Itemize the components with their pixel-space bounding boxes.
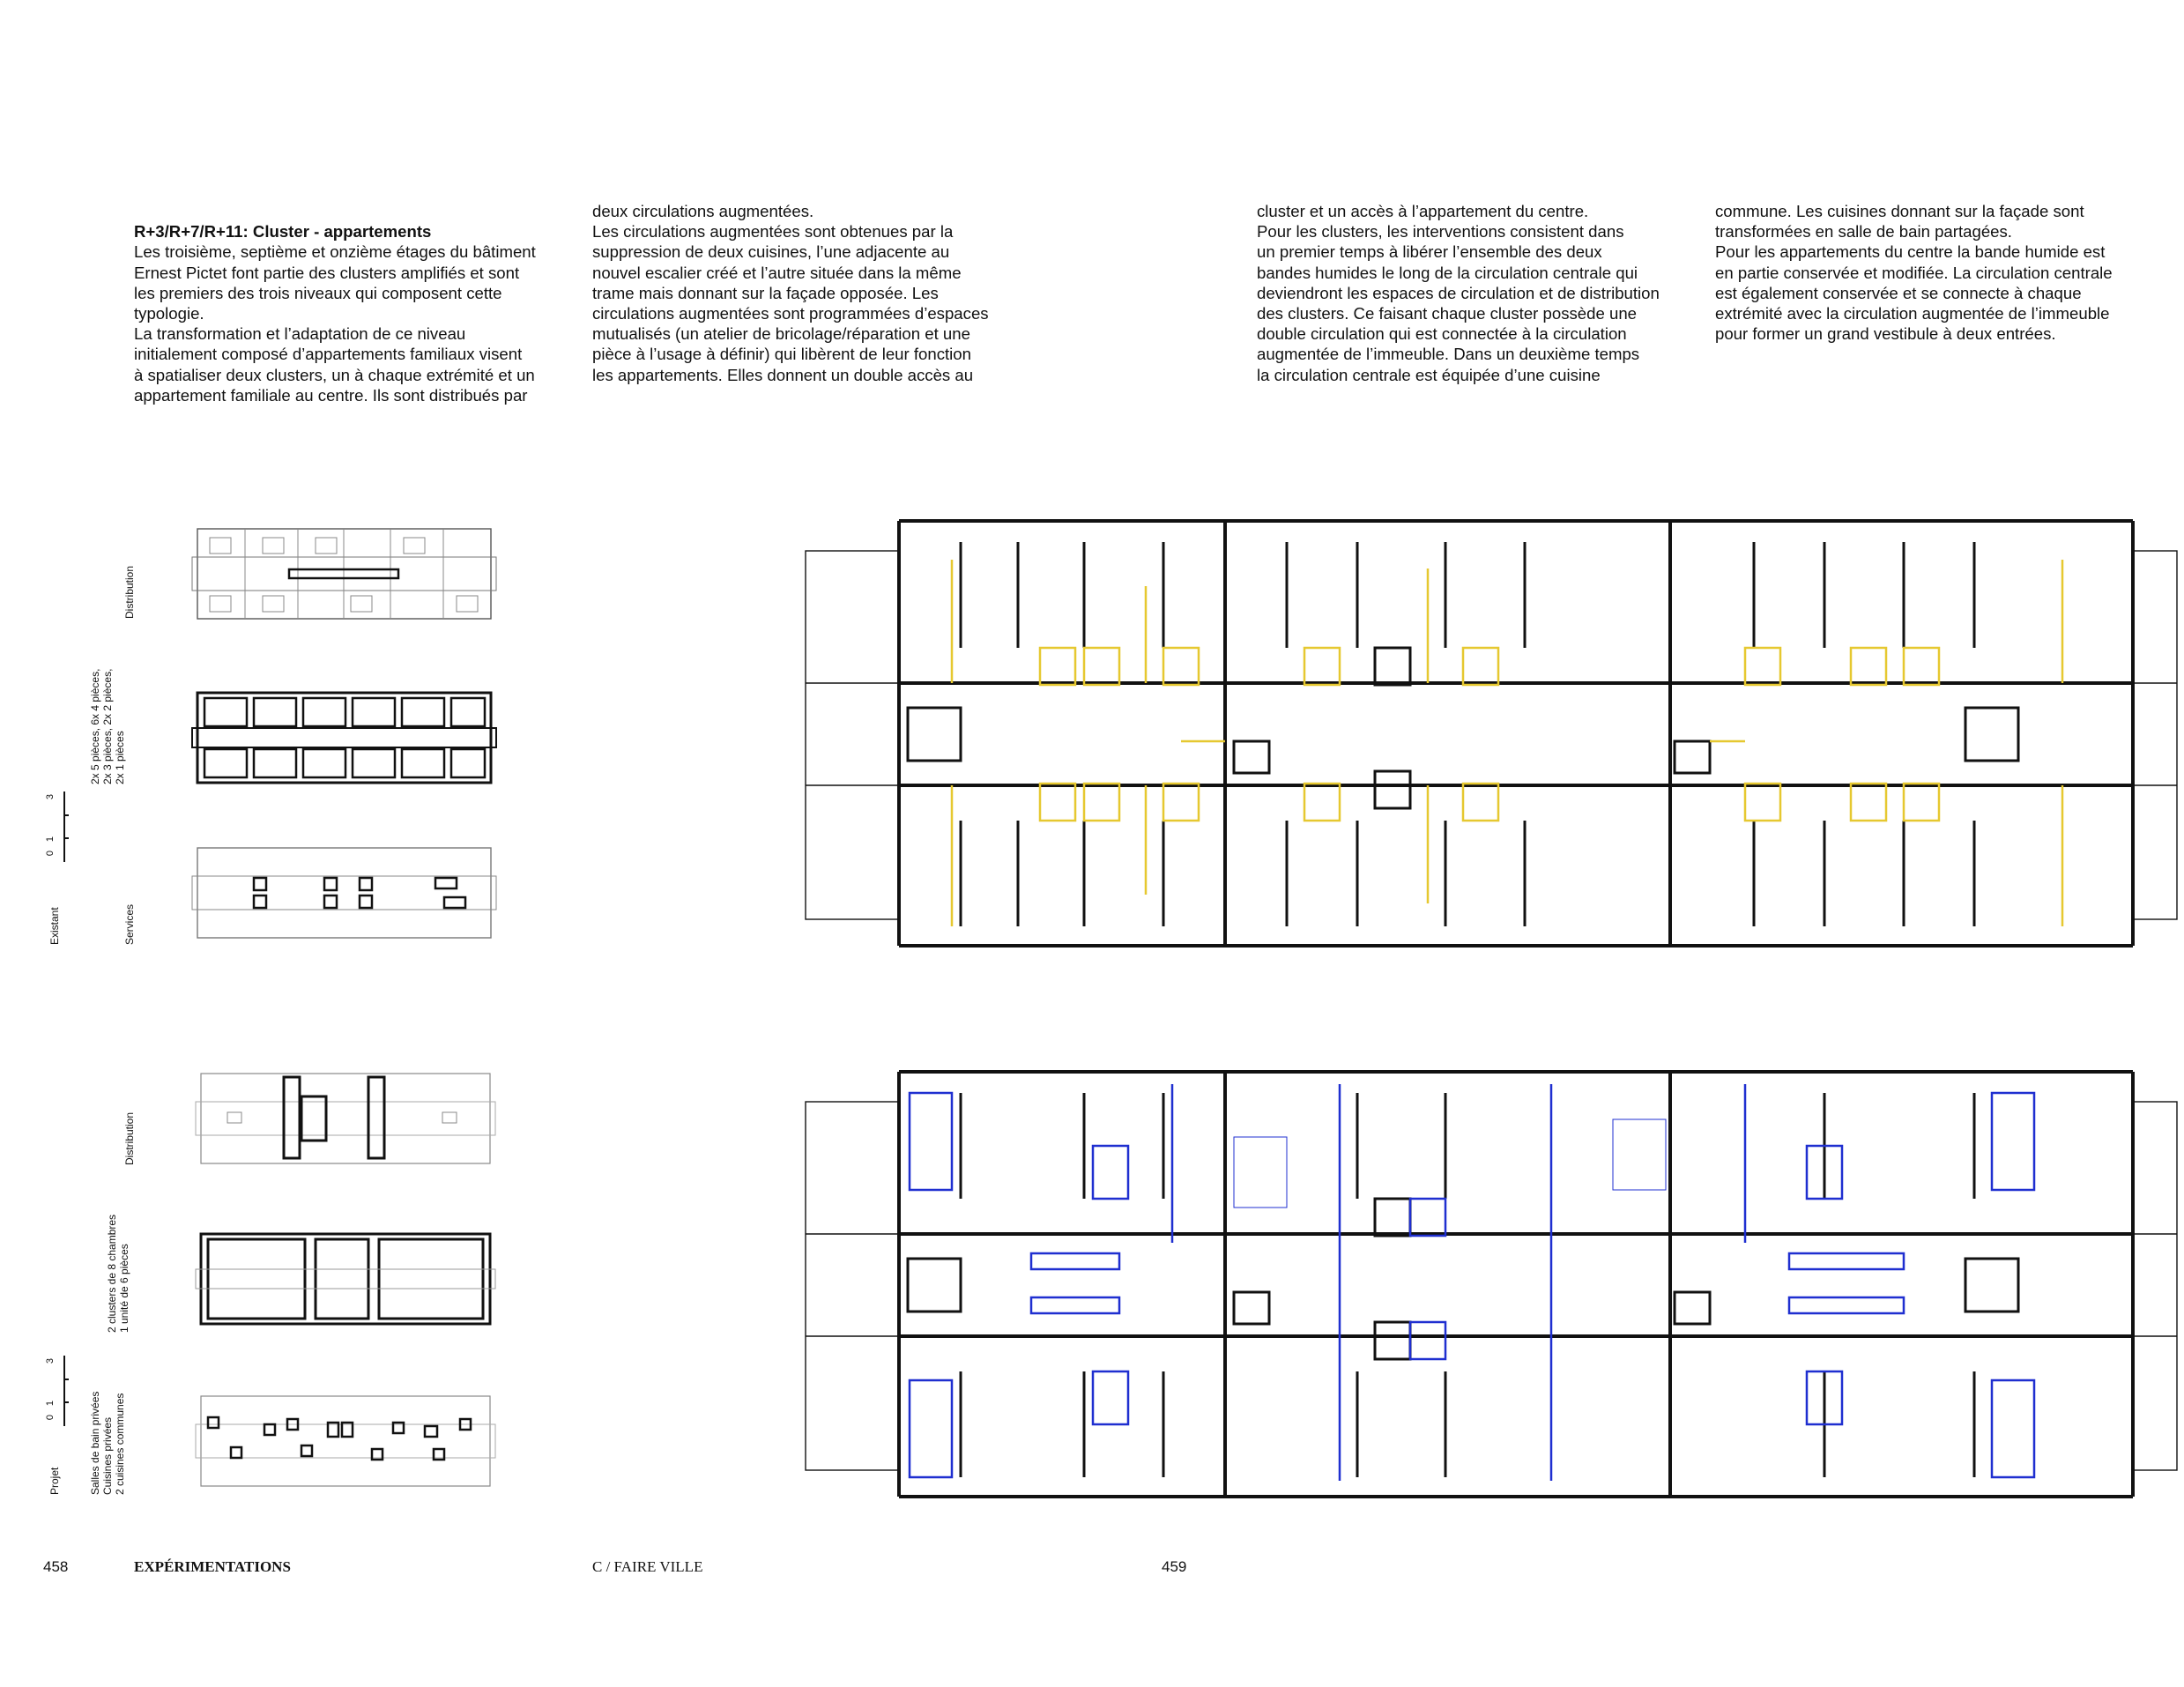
- thumb-existing-distribution: [191, 528, 497, 620]
- section-heading: R+3/R+7/R+11: Cluster - appartements: [134, 222, 432, 242]
- text-column-3: cluster et un accès à l’appartement du c…: [1257, 202, 1660, 384]
- page-number-left: 458: [43, 1558, 69, 1575]
- thumb-project-clusters: [195, 1232, 496, 1326]
- text-column-2: deux circulations augmentées. Les circul…: [592, 202, 989, 384]
- text-column-4: commune. Les cuisines donnant sur la faç…: [1715, 202, 2113, 344]
- footer-section: EXPÉRIMENTATIONS: [134, 1558, 291, 1575]
- footer-chapter: C / FAIRE VILLE: [592, 1558, 703, 1575]
- label-pieces: 2x 5 pièces, 6x 4 pièces, 2x 3 pièces, 2…: [89, 668, 126, 784]
- plan-existing: [805, 519, 2178, 948]
- scale-1: 1: [45, 1400, 56, 1407]
- scale-bar-existing: 0 1 3: [45, 791, 69, 862]
- label-projet: Projet: [48, 1467, 61, 1495]
- plan-project: [805, 1070, 2178, 1498]
- thumb-project-services: [195, 1395, 496, 1487]
- thumb-project-distribution: [195, 1073, 496, 1164]
- scale-3: 3: [45, 793, 56, 800]
- label-distribution-project: Distribution: [123, 1111, 136, 1165]
- scale-bar-project: 0 1 3: [45, 1356, 69, 1426]
- thumb-existing-services: [191, 847, 497, 939]
- scale-0: 0: [45, 850, 56, 857]
- scale-1: 1: [45, 836, 56, 843]
- scale-0: 0: [45, 1414, 56, 1421]
- page-number-right: 459: [1162, 1558, 1187, 1575]
- label-distribution-existing: Distribution: [123, 565, 136, 619]
- label-services: Services: [123, 903, 136, 945]
- column-1-body: Les troisième, septième et onzième étage…: [134, 242, 536, 405]
- label-existant: Existant: [48, 907, 61, 945]
- scale-3: 3: [45, 1357, 56, 1364]
- label-clusters: 2 clusters de 8 chambres 1 unité de 6 pi…: [106, 1214, 130, 1333]
- label-salles: Salles de bain privées Cuisines privées …: [89, 1391, 126, 1495]
- thumb-existing-apartments: [191, 691, 497, 784]
